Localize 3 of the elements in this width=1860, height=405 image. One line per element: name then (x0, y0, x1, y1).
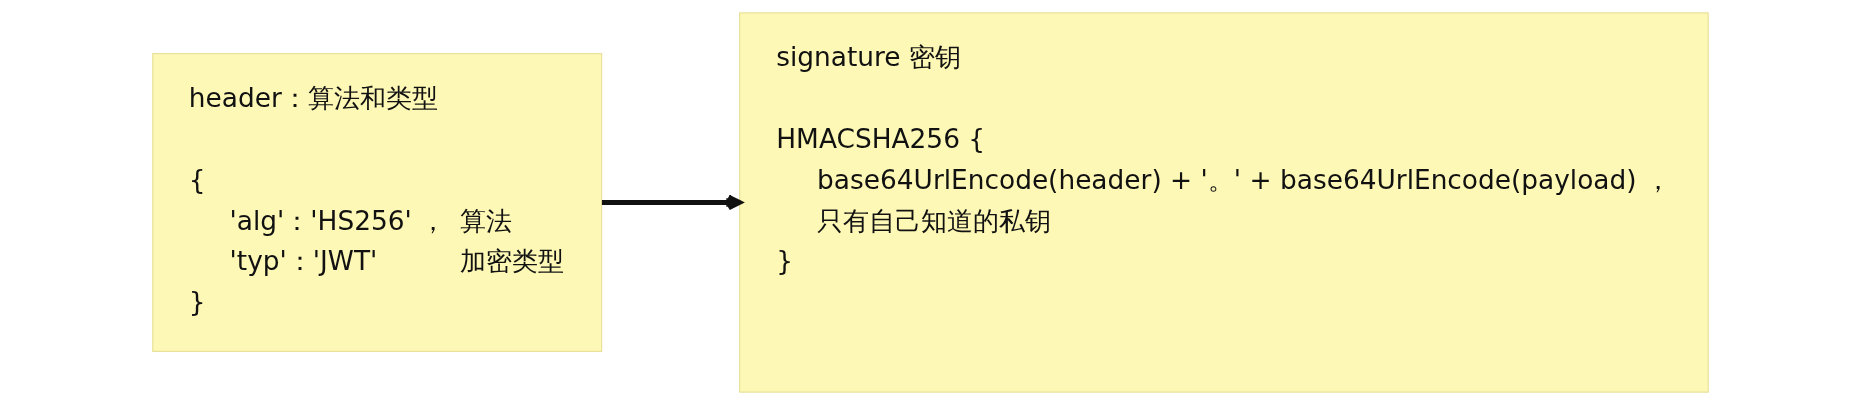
node-box: signature 密钥 HMACSHA256 { base64UrlEncode(header) + '。' + base64UrlEncode(payload) ， 只有自己知道的私钥 } (738, 12, 1709, 393)
arrow (601, 194, 742, 211)
node-box: header：算法和类型 { 'alg'：'HS256' ， 算法 'typ'：'JWT' 加密类型 } (151, 53, 602, 352)
